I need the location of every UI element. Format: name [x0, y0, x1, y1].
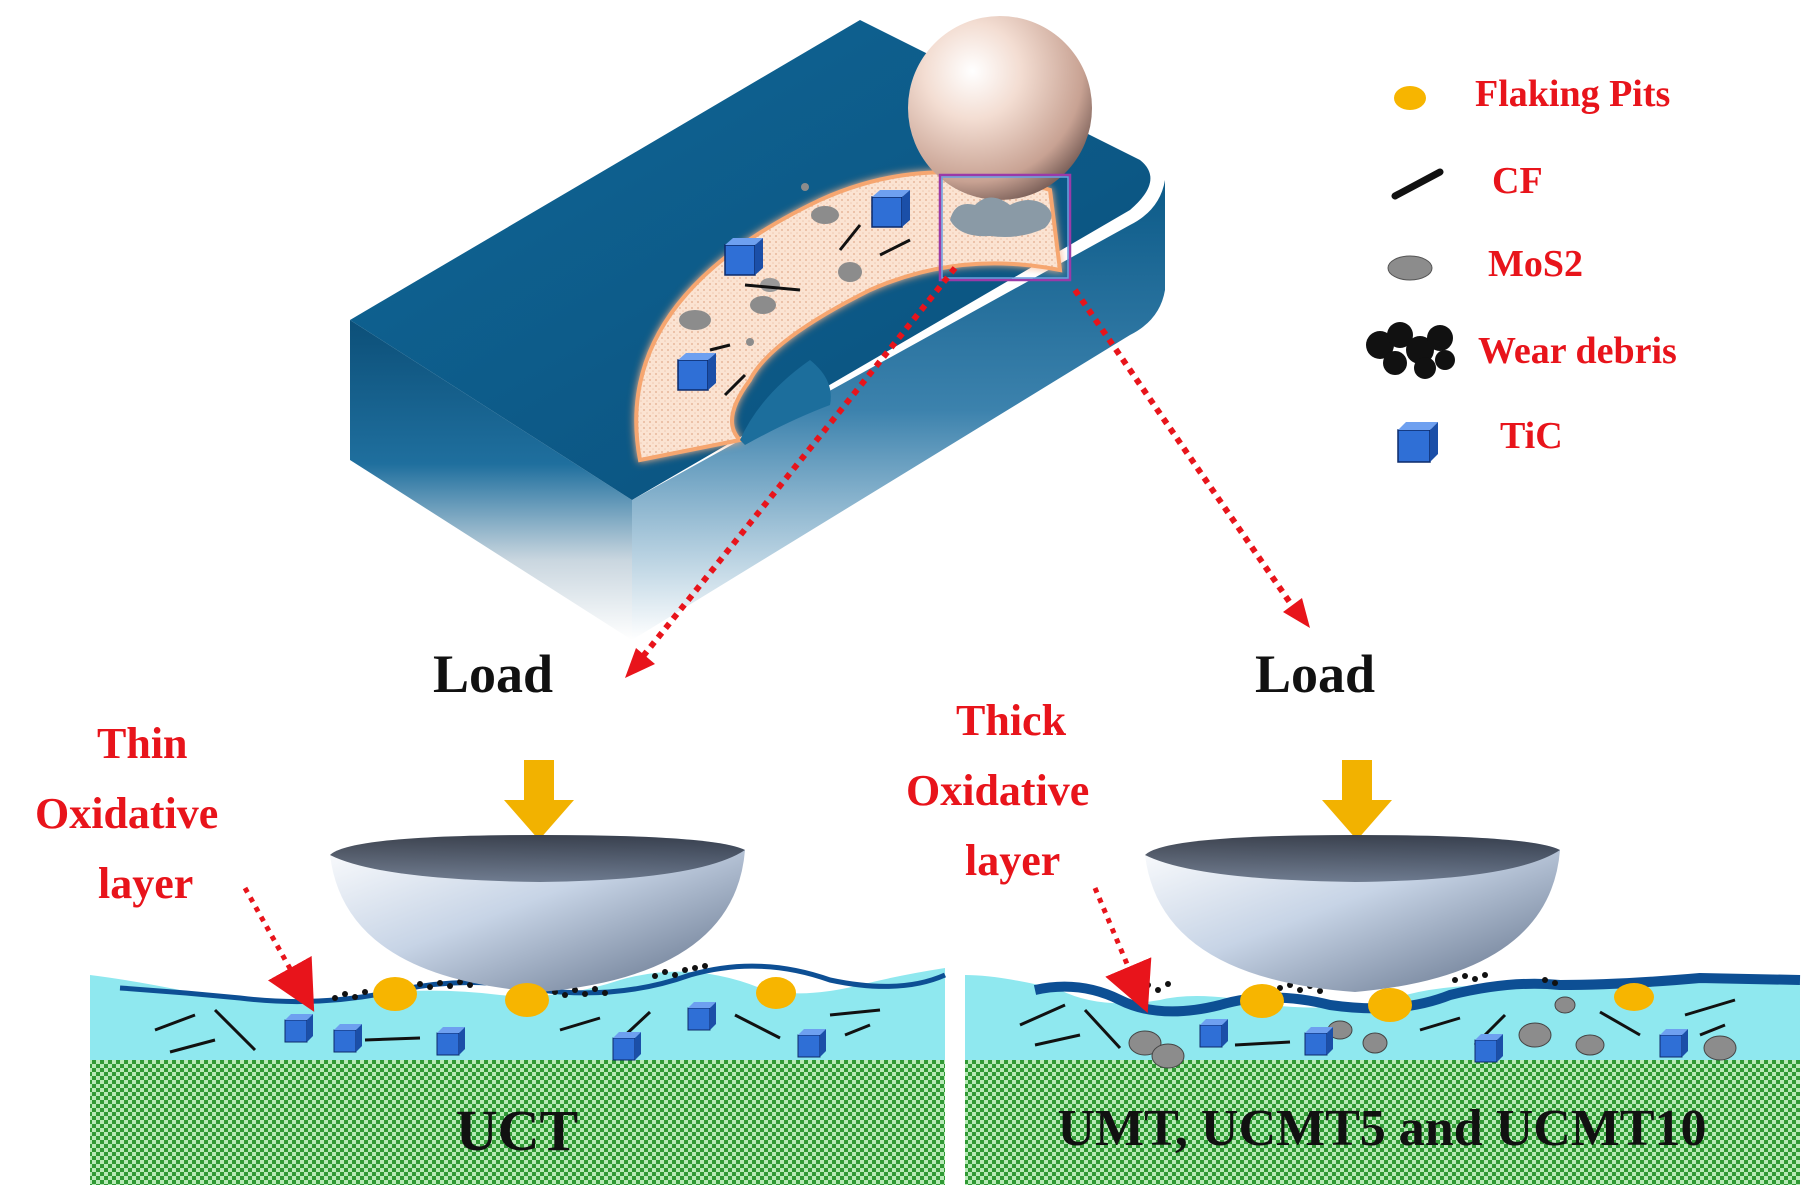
right-substrate: [965, 1060, 1800, 1185]
legend-label-wear-debris: Wear debris: [1478, 330, 1677, 372]
tic-cube: [1199, 1019, 1228, 1048]
mos2-particle: [746, 338, 754, 346]
legend-label-mos2: MoS2: [1488, 243, 1583, 285]
tic-cube: [871, 190, 910, 228]
wear-debris-cluster: [950, 197, 1052, 237]
zoom-arrow-right-head: [1283, 598, 1310, 628]
legend-label-flaking-pits: Flaking Pits: [1475, 73, 1670, 115]
carbon-fiber: [838, 224, 862, 251]
sample-block: [350, 16, 1165, 640]
zoom-arrow-right: [1072, 288, 1298, 612]
left-wear-debris: [332, 963, 708, 1001]
tic-cube: [724, 238, 763, 276]
tic-cube: [284, 1014, 313, 1043]
tic-cube: [1474, 1034, 1503, 1063]
carbon-fiber: [879, 238, 911, 257]
mos2-particle: [811, 206, 839, 224]
wear-debris-icon: [1366, 322, 1455, 379]
flaking-pit: [1368, 988, 1412, 1022]
zoom-arrow-left-head: [625, 648, 655, 678]
counter-ball: [908, 16, 1092, 200]
tic-cube: [677, 353, 716, 391]
tic-cube: [1304, 1027, 1333, 1056]
carbon-fiber: [744, 283, 801, 292]
mos2-particle: [801, 183, 809, 191]
flaking-pit: [1240, 984, 1284, 1018]
left-substrate: [90, 1060, 945, 1185]
tic-cube-icon: [1397, 422, 1438, 463]
carbon-fiber: [723, 373, 747, 397]
tic-cube: [612, 1032, 641, 1061]
tic-cube: [1659, 1029, 1688, 1058]
track-inner-cut: [740, 360, 831, 445]
tic-cube: [333, 1024, 362, 1053]
flaking-pit: [1614, 983, 1654, 1011]
right-mos2-particles: [1128, 996, 1737, 1069]
tic-cube: [436, 1027, 465, 1056]
right-load-label: Load: [1255, 644, 1375, 704]
right-layer-label-line-2: Oxidative: [906, 766, 1089, 815]
flaking-pit: [373, 977, 417, 1011]
right-layer-label-line-3: layer: [965, 836, 1060, 885]
mos2-particle: [750, 296, 776, 314]
left-contact-panel: Load Thin Oxidative layer UCT: [35, 644, 947, 1185]
left-load-arrow: [504, 760, 574, 840]
magnification-box: [938, 173, 1072, 282]
left-substrate-label: UCT: [456, 1098, 578, 1163]
right-layer-label-line-1: Thick: [956, 696, 1067, 745]
mos2-particle: [760, 278, 780, 292]
flaking-pit-icon: [1394, 86, 1426, 110]
block-front-face: [350, 320, 632, 640]
right-contact-panel: Load Thick Oxidative layer UMT, UCMT5 an…: [906, 644, 1801, 1185]
legend-label-cf: CF: [1492, 160, 1543, 202]
legend-label-tic: TiC: [1500, 415, 1563, 457]
right-layer-pointer: [1092, 887, 1152, 1014]
left-layer-label-line-2: Oxidative: [35, 789, 218, 838]
right-load-arrow: [1322, 760, 1392, 840]
wear-track: [634, 170, 1063, 463]
right-substrate-label: UMT, UCMT5 and UCMT10: [1057, 1100, 1706, 1157]
left-load-label: Load: [433, 644, 553, 704]
mos2-particle: [679, 310, 711, 330]
block-side-face: [632, 180, 1165, 640]
tic-cube: [797, 1029, 826, 1058]
mos2-particle: [838, 262, 862, 282]
left-counter-cap-rim: [330, 835, 745, 882]
left-layer-label-line-1: Thin: [97, 719, 188, 768]
left-layer-pointer: [242, 886, 315, 1012]
mos2-particle-icon: [1387, 255, 1433, 281]
left-layer-label-line-3: layer: [98, 859, 193, 908]
flaking-pit: [756, 977, 796, 1009]
carbon-fiber-icon: [1391, 168, 1444, 200]
carbon-fiber: [709, 343, 731, 352]
flaking-pit: [505, 983, 549, 1017]
legend: Flaking Pits CF MoS2 Wear debris TiC: [1366, 73, 1677, 463]
left-carbon-fibers: [154, 1008, 881, 1054]
tic-cube: [687, 1002, 716, 1031]
right-counter-cap-rim: [1145, 835, 1560, 882]
